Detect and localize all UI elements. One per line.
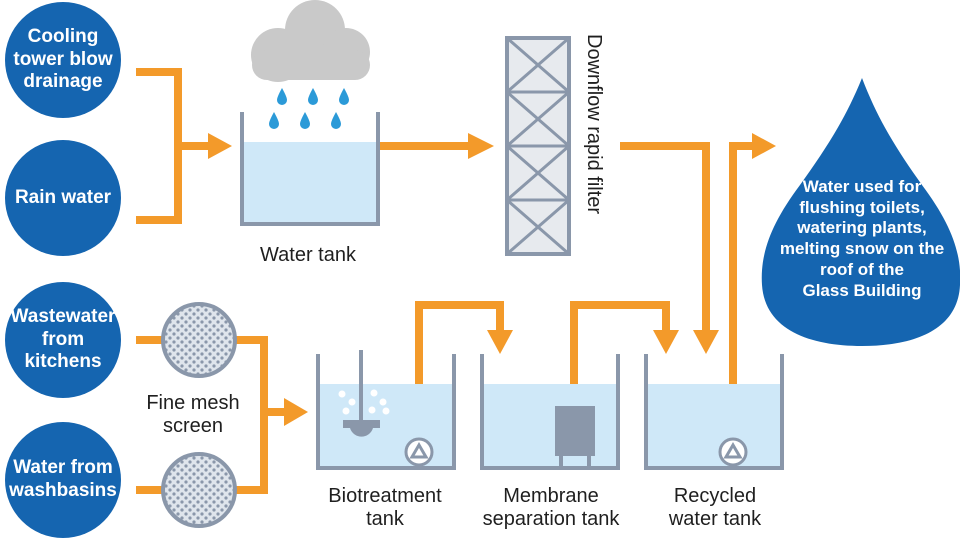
cooling-rain-merge-line [136, 68, 182, 224]
recycled-tank-label: Recycled water tank [668, 485, 762, 530]
arrowhead-membrane [487, 330, 513, 354]
arrowhead-recycled-1 [693, 330, 719, 354]
water-use-label: Water used for flushing toilets, waterin… [779, 177, 945, 300]
membrane-tank-label: Membrane separation tank [482, 485, 620, 530]
pump-icon [404, 437, 434, 467]
cooling-tower-circle [5, 2, 121, 118]
mesh-screen-bottom [161, 452, 237, 528]
kitchen-wastewater-circle [5, 282, 121, 398]
rain-water-circle [5, 140, 121, 256]
water-drop-shape [761, 78, 960, 346]
downflow-rapid-filter [505, 36, 571, 256]
mesh-screen-label: Fine mesh screen [146, 392, 240, 437]
washbasin-water-circle [5, 422, 121, 538]
raindrops-icon [269, 88, 349, 129]
biotreatment-tank [316, 350, 456, 470]
mesh-screen-top [161, 302, 237, 378]
kitchen-wastewater-label: Wastewater from kitchens [10, 305, 116, 373]
pump-icon [718, 437, 748, 467]
filter-label: Downflow rapid filter [583, 34, 605, 215]
filter-to-recycled-line [620, 142, 710, 334]
arrow-heads [208, 133, 776, 426]
arrowhead-filter [468, 133, 494, 159]
arrowhead-recycled-2 [653, 330, 679, 354]
water-tank [240, 112, 380, 226]
arrowhead-water-tank [208, 133, 232, 159]
biotreatment-tank-label: Biotreatment tank [328, 485, 442, 530]
bio-to-membrane-line [415, 301, 504, 438]
recycled-water-tank [644, 354, 784, 470]
rain-water-label: Rain water [14, 186, 112, 208]
water-tank-label: Water tank [260, 244, 356, 266]
cloud-icon [251, 0, 370, 82]
arrowhead-bio [284, 398, 308, 426]
cooling-tower-label: Cooling tower blow drainage [13, 25, 113, 93]
recycled-to-use-line [729, 142, 756, 438]
arrowhead-use [752, 133, 776, 159]
membrane-to-recycled-line [570, 301, 670, 412]
washbasin-water-label: Water from washbasins [9, 457, 117, 501]
membrane-separation-tank [480, 354, 620, 470]
